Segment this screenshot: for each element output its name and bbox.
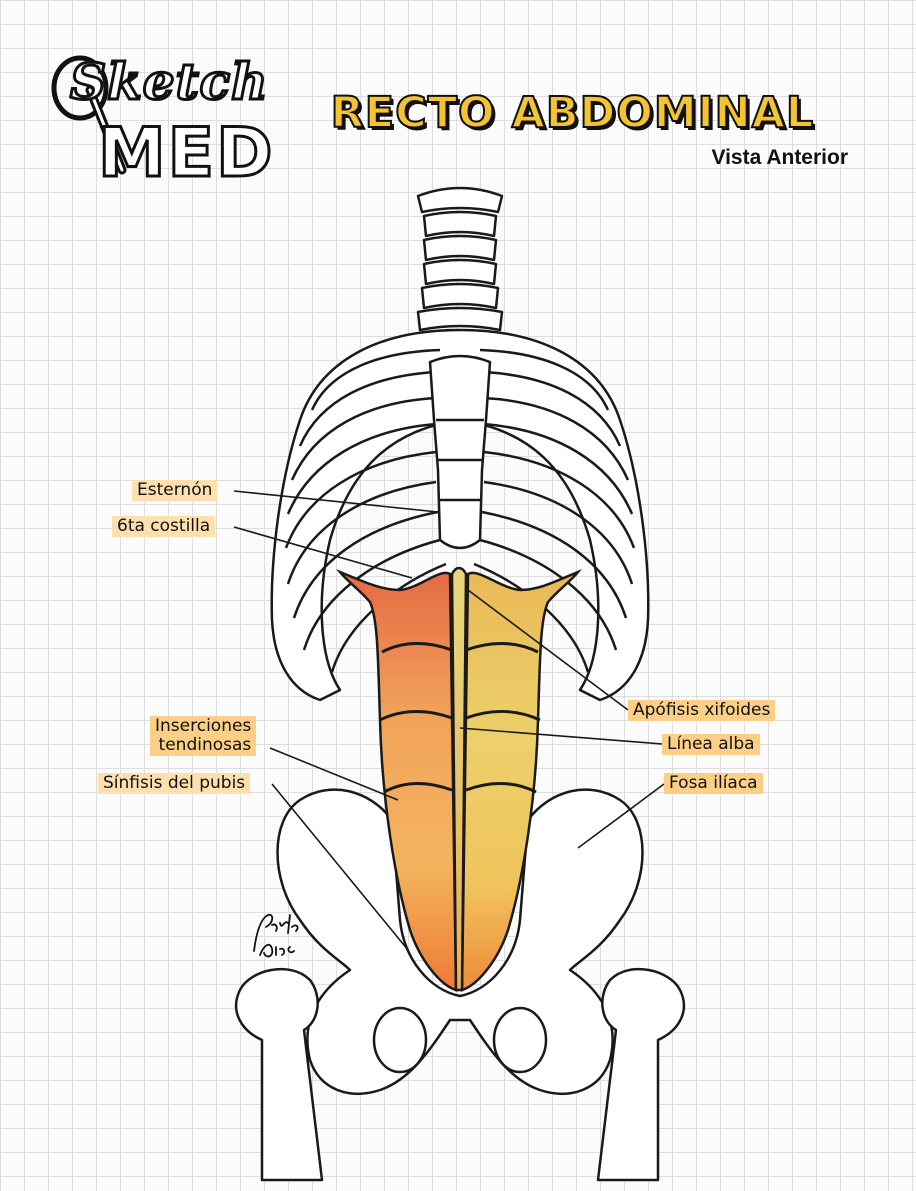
sternum (430, 356, 490, 548)
label-apofisis: Apófisis xifoides (628, 700, 775, 721)
label-sexta-costilla: 6ta costilla (112, 516, 215, 537)
label-esternon: Esternón (132, 480, 217, 501)
femur-left (236, 969, 322, 1180)
cervical-spine (418, 188, 502, 330)
label-sinfisis: Sínfisis del pubis (98, 773, 250, 794)
label-inserciones: Inserciones tendinosas (150, 716, 256, 756)
label-fosa-iliaca: Fosa ilíaca (664, 773, 763, 794)
artist-signature (246, 905, 306, 965)
femur-right (598, 969, 684, 1180)
label-linea-alba: Línea alba (662, 734, 760, 755)
